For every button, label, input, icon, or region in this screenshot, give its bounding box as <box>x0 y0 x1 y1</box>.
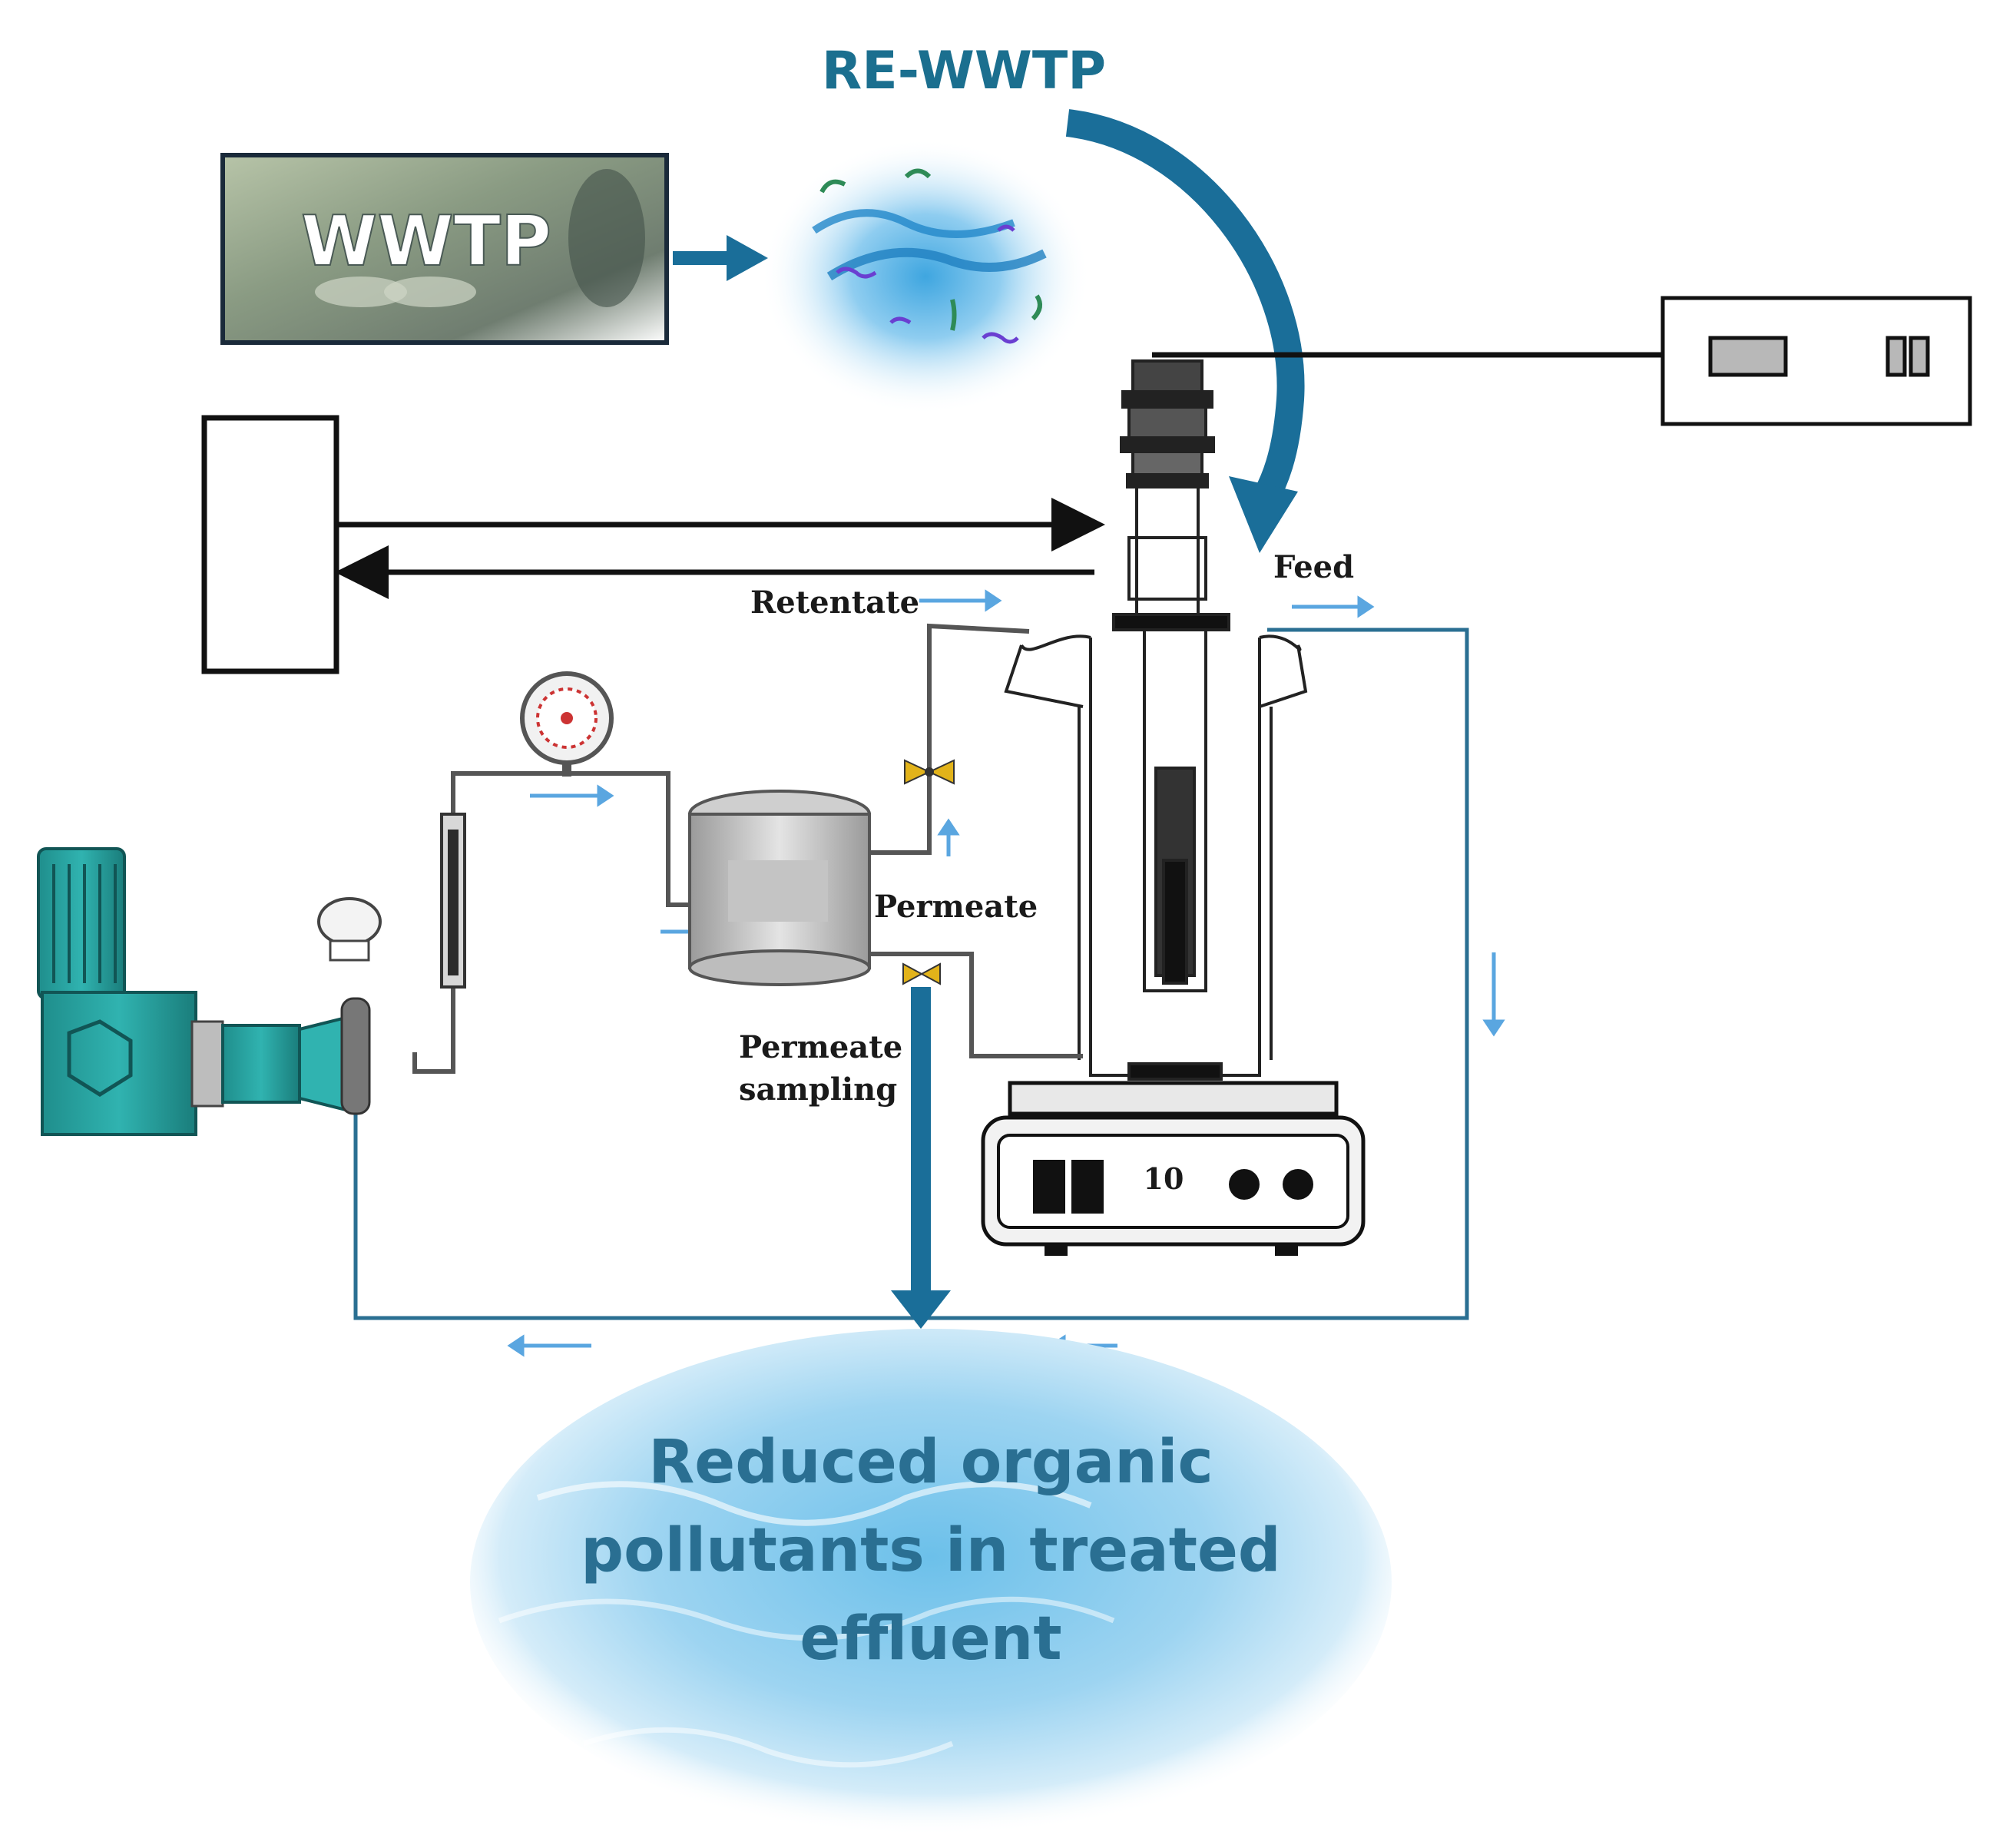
wwtp-box: WWTP <box>220 153 669 345</box>
reactor-vessel-icon <box>1004 359 1308 1081</box>
stirrer-display: 10 <box>1144 1161 1184 1196</box>
retentate-piping <box>412 623 1083 1074</box>
effluent-line-2: pollutants in treated <box>581 1516 1280 1585</box>
chiller-box-icon <box>201 415 339 674</box>
diagram-title: RE-WWTP <box>822 41 1106 101</box>
permeate-sampling-label-1: Permeate <box>739 1029 902 1065</box>
wwtp-label: WWTP <box>301 201 551 282</box>
effluent-line-3: effluent <box>800 1605 1061 1674</box>
magnetic-stirrer-icon: 10 <box>981 1081 1366 1256</box>
sampling-valve-icon <box>902 962 941 985</box>
flowmeter-icon <box>440 813 466 989</box>
effluent-line-1: Reduced organic <box>648 1428 1213 1497</box>
flow-piping <box>353 628 1469 1320</box>
pressure-gauge-icon <box>520 671 614 777</box>
wwtp-to-rewwtp-arrow <box>673 235 768 281</box>
pump-motor-icon <box>37 847 382 1136</box>
feed-curved-arrow <box>1065 109 1305 553</box>
treated-effluent-icon: Reduced organic pollutants in treated ef… <box>470 1329 1392 1836</box>
bacteria-culture-icon <box>760 138 1091 415</box>
power-supply-icon <box>1660 296 1972 426</box>
membrane-module-icon <box>688 790 871 986</box>
permeate-label: Permeate <box>874 889 1038 925</box>
feed-label: Feed <box>1273 549 1354 585</box>
permeate-sampling-label-2: sampling <box>739 1071 897 1108</box>
retentate-label: Retentate <box>750 585 919 621</box>
sampling-down-arrow <box>891 987 951 1329</box>
valve-icon <box>904 759 955 785</box>
